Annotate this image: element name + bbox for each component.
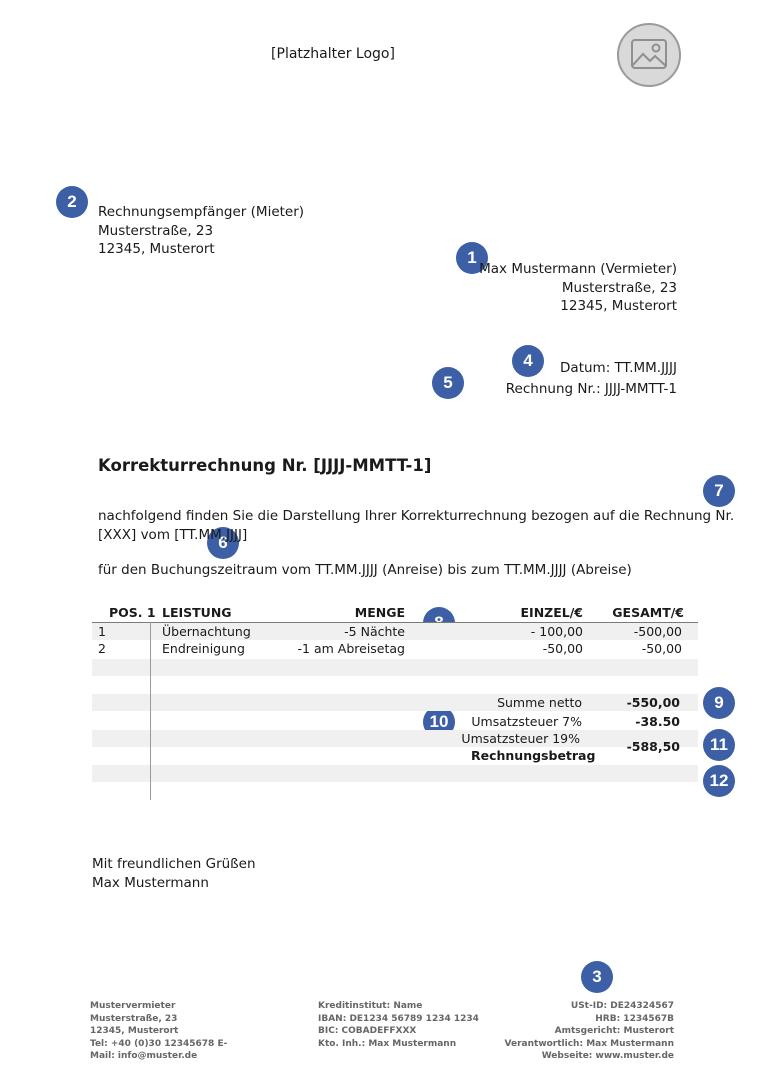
footer-bic: BIC: COBADEFFXXX <box>318 1026 417 1037</box>
invoice-date: Datum: TT.MM.JJJJ <box>560 360 677 376</box>
marker-badge-5: 5 <box>432 367 464 399</box>
document-title: Korrekturrechnung Nr. [JJJJ-MMTT-1] <box>98 456 432 475</box>
cell-pos: 1 <box>98 624 106 639</box>
cell-unit: - 100,00 <box>530 624 583 639</box>
cell-qty: -1 am Abreisetag <box>297 641 405 656</box>
footer-contact: Mustervermieter Musterstraße, 23 12345, … <box>90 1000 230 1063</box>
vat19-label: Umsatzsteuer 19% <box>461 731 580 746</box>
booking-period-text: für den Buchungszeitraum vom TT.MM.JJJJ … <box>98 562 632 578</box>
marker-badge-12: 12 <box>703 765 735 797</box>
footer-street: Musterstraße, 23 <box>90 1013 178 1024</box>
cell-service: Endreinigung <box>162 641 245 656</box>
footer-legal: USt-ID: DE24324567 HRB: 1234567B Amtsger… <box>500 1000 674 1063</box>
footer-website: Webseite: www.muster.de <box>541 1051 674 1062</box>
closing-greeting: Mit freundlichen Grüßen <box>92 856 256 872</box>
grand-total-value: -588,50 <box>626 739 680 754</box>
header-unit: EINZEL/€ <box>520 605 583 620</box>
marker-badge-6: 6 <box>207 527 239 559</box>
table-row: 2 Endreinigung -1 am Abreisetag -50,00 -… <box>92 640 698 657</box>
footer-email: Mail: info@muster.de <box>90 1051 198 1062</box>
net-total-value: -550,00 <box>626 695 680 710</box>
recipient-name: Rechnungsempfänger (Mieter) <box>98 204 305 220</box>
cell-unit: -50,00 <box>542 641 583 656</box>
vat19-row: Umsatzsteuer 19% <box>92 730 698 747</box>
sender-street: Musterstraße, 23 <box>561 279 677 296</box>
header-divider <box>92 622 698 623</box>
vat7-value: -38.50 <box>635 714 680 729</box>
cell-qty: -5 Nächte <box>344 624 405 639</box>
sender-address: Max Mustermann (Vermieter) Musterstraße,… <box>400 260 677 316</box>
footer-company: Mustervermieter <box>90 1001 176 1011</box>
header-qty: MENGE <box>354 605 405 620</box>
header-total: GESAMT/€ <box>612 605 684 620</box>
image-placeholder-icon <box>617 23 681 87</box>
footer-bank: Kreditinstitut: Name IBAN: DE1234 56789 … <box>318 1000 488 1050</box>
marker-badge-4: 4 <box>512 345 544 377</box>
sender-city: 12345, Musterort <box>560 298 677 314</box>
recipient-address: Rechnungsempfänger (Mieter) Musterstraße… <box>98 203 304 259</box>
marker-badge-11: 11 <box>703 729 735 761</box>
column-divider <box>150 622 151 800</box>
marker-badge-1: 1 <box>456 242 488 274</box>
marker-badge-7: 7 <box>703 475 735 507</box>
footer-bank-name: Kreditinstitut: Name <box>318 1001 423 1011</box>
table-row-empty <box>92 765 698 782</box>
header-service: LEISTUNG <box>162 605 232 620</box>
footer-responsible: Verantwortlich: Max Mustermann <box>504 1038 674 1049</box>
intro-text: nachfolgend finden Sie die Darstellung I… <box>98 508 735 543</box>
recipient-city: 12345, Musterort <box>98 241 215 257</box>
logo-placeholder-text: [Platzhalter Logo] <box>271 46 395 62</box>
footer-city: 12345, Musterort <box>90 1026 179 1037</box>
recipient-street: Musterstraße, 23 <box>98 222 214 239</box>
marker-badge-2: 2 <box>56 186 88 218</box>
closing: Mit freundlichen Grüßen Max Mustermann <box>92 855 256 893</box>
net-total-label: Summe netto <box>497 695 582 710</box>
net-total-row: Summe netto -550,00 <box>92 694 698 711</box>
cell-service: Übernachtung <box>162 624 251 639</box>
marker-badge-3: 3 <box>581 961 613 993</box>
invoice-meta: Datum: TT.MM.JJJJ Rechnung Nr.: JJJJ-MMT… <box>400 358 677 400</box>
footer-phone: Tel: +40 (0)30 12345678 E- <box>90 1038 228 1049</box>
cell-pos: 2 <box>98 641 106 656</box>
marker-badge-9: 9 <box>703 687 735 719</box>
footer-iban: IBAN: DE1234 56789 1234 1234 <box>318 1013 479 1024</box>
header-pos: POS. 1 <box>109 605 156 620</box>
invoice-table: POS. 1 LEISTUNG MENGE EINZEL/€ GESAMT/€ … <box>92 603 698 803</box>
sender-name: Max Mustermann (Vermieter) <box>479 261 677 277</box>
footer-hrb: HRB: 1234567B <box>595 1013 674 1024</box>
invoice-number: Rechnung Nr.: JJJJ-MMTT-1 <box>505 381 677 397</box>
footer-account-holder: Kto. Inh.: Max Mustermann <box>318 1038 457 1049</box>
footer-vat-id: USt-ID: DE24324567 <box>570 1001 674 1011</box>
closing-name: Max Mustermann <box>92 875 209 891</box>
grand-total-label: Rechnungsbetrag <box>471 748 596 763</box>
footer-court: Amtsgericht: Musterort <box>554 1026 674 1037</box>
cell-total: -50,00 <box>641 641 682 656</box>
table-row-empty <box>92 659 698 676</box>
vat7-label: Umsatzsteuer 7% <box>471 714 582 729</box>
table-row: 1 Übernachtung -5 Nächte - 100,00 -500,0… <box>92 623 698 640</box>
vat7-row: Umsatzsteuer 7% -38.50 <box>92 713 698 730</box>
cell-total: -500,00 <box>633 624 682 639</box>
grand-total-row: Rechnungsbetrag -588,50 <box>92 739 698 764</box>
